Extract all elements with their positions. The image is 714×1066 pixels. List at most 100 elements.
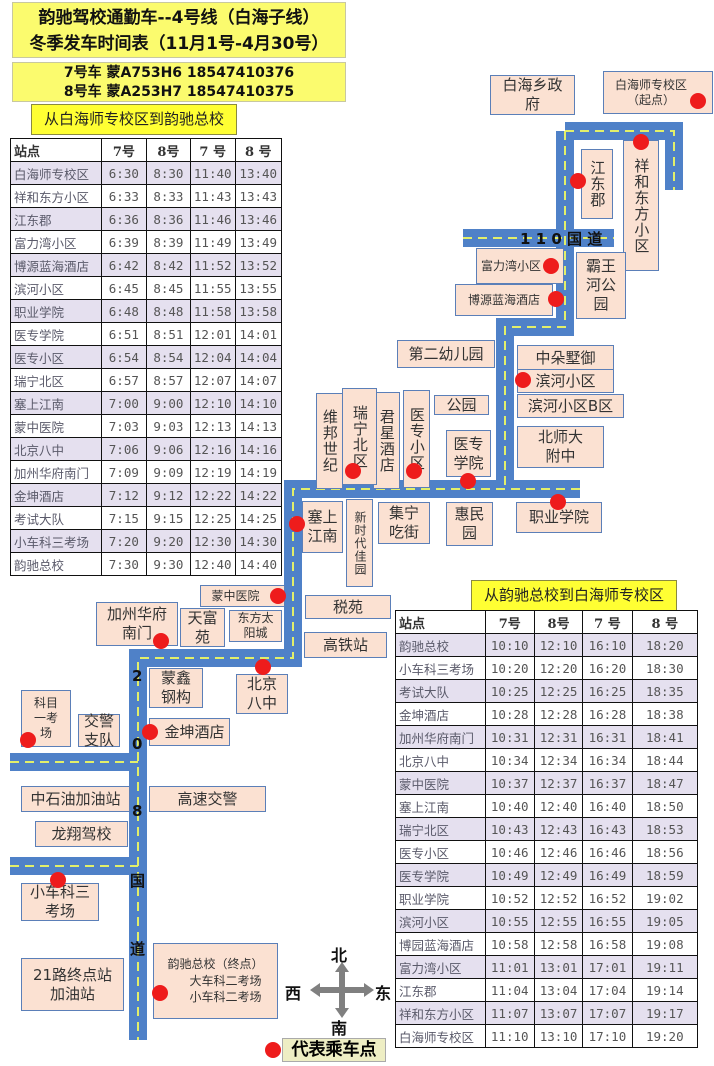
map-mengxin: 蒙鑫钢构 bbox=[149, 668, 203, 708]
stop-dot bbox=[142, 724, 158, 740]
stop-dot bbox=[570, 173, 586, 189]
legend-label: 代表乘车点 bbox=[282, 1038, 386, 1062]
time-cell: 10:52 bbox=[484, 886, 535, 910]
time-cell: 10:49 bbox=[484, 863, 535, 887]
column-header-station: 站点 bbox=[395, 610, 486, 634]
time-cell: 18:59 bbox=[631, 863, 699, 887]
time-cell: 16:25 bbox=[582, 679, 633, 703]
map-junxing: 君星酒店 bbox=[373, 392, 400, 489]
time-cell: 9:12 bbox=[145, 483, 191, 507]
station-cell: 职业学院 bbox=[395, 886, 486, 910]
station-cell: 瑞宁北区 bbox=[395, 817, 486, 841]
station-cell: 加州华府南门 bbox=[395, 725, 486, 749]
legend-stop-dot bbox=[265, 1042, 281, 1058]
time-cell: 12:52 bbox=[533, 886, 584, 910]
station-cell: 小车科三考场 bbox=[395, 656, 486, 680]
time-cell: 9:30 bbox=[145, 552, 191, 576]
station-cell: 白海师专校区 bbox=[395, 1024, 486, 1048]
time-cell: 12:34 bbox=[533, 748, 584, 772]
time-cell: 16:58 bbox=[582, 932, 633, 956]
stop-dot bbox=[633, 134, 649, 150]
time-cell: 12:58 bbox=[533, 932, 584, 956]
compass-north: 北 bbox=[331, 946, 348, 965]
map-jiaojing: 交警支队 bbox=[78, 712, 120, 749]
time-cell: 12:49 bbox=[533, 863, 584, 887]
time-cell: 18:20 bbox=[631, 633, 699, 657]
map-xinshidai: 新时代佳园 bbox=[346, 499, 373, 587]
time-cell: 18:41 bbox=[631, 725, 699, 749]
station-cell: 富力湾小区 bbox=[395, 955, 486, 979]
schedule-title: 韵驰驾校通勤车--4号线（白海子线） 冬季发车时间表（11月1号-4月30号） bbox=[12, 2, 346, 58]
time-cell: 16:34 bbox=[582, 748, 633, 772]
map-dongfang-sun: 东方太阳城 bbox=[229, 610, 282, 642]
time-cell: 12:04 bbox=[189, 345, 236, 369]
time-cell: 9:15 bbox=[145, 506, 191, 530]
time-cell: 10:46 bbox=[484, 840, 535, 864]
end-station-title: 韵驰总校（终点） bbox=[167, 956, 264, 971]
time-cell: 12:10 bbox=[533, 633, 584, 657]
time-cell: 19:05 bbox=[631, 909, 699, 933]
station-cell: 祥和东方小区 bbox=[395, 1001, 486, 1025]
road-208-char: 道 bbox=[130, 940, 146, 958]
time-cell: 9:09 bbox=[145, 460, 191, 484]
end-station-line-3: 小车科二考场 bbox=[189, 990, 262, 1005]
map-jining: 集宁吃街 bbox=[378, 502, 430, 544]
time-cell: 13:43 bbox=[234, 184, 282, 208]
stop-dot bbox=[548, 291, 564, 307]
time-cell: 9:00 bbox=[145, 391, 191, 415]
map-route21: 21路终点站 加油站 bbox=[21, 958, 124, 1011]
time-cell: 6:36 bbox=[100, 207, 147, 231]
stop-dot bbox=[345, 463, 361, 479]
time-cell: 6:39 bbox=[100, 230, 147, 254]
time-cell: 16:20 bbox=[582, 656, 633, 680]
stop-dot bbox=[543, 258, 559, 274]
column-header-bus: 8号 bbox=[145, 138, 191, 162]
stop-dot bbox=[289, 516, 305, 532]
time-cell: 10:55 bbox=[484, 909, 535, 933]
time-cell: 7:12 bbox=[100, 483, 147, 507]
end-station-line-2: 大车科二考场 bbox=[189, 973, 262, 988]
road-208-char: 0 bbox=[132, 735, 143, 753]
time-cell: 17:10 bbox=[582, 1024, 633, 1048]
station-cell: 韵驰总校 bbox=[395, 633, 486, 657]
time-cell: 18:30 bbox=[631, 656, 699, 680]
time-cell: 14:19 bbox=[234, 460, 282, 484]
station-cell: 小车科三考场 bbox=[10, 529, 102, 553]
stop-dot bbox=[50, 872, 66, 888]
time-cell: 19:14 bbox=[631, 978, 699, 1002]
time-cell: 13:01 bbox=[533, 955, 584, 979]
time-cell: 12:25 bbox=[533, 679, 584, 703]
map-huimin: 惠民园 bbox=[446, 502, 493, 546]
time-cell: 12:19 bbox=[189, 460, 236, 484]
time-cell: 13:10 bbox=[533, 1024, 584, 1048]
map-zhongduo: 中朵墅御 bbox=[517, 345, 614, 371]
map-bawanghe: 霸王河公园 bbox=[576, 252, 626, 319]
stop-dot bbox=[153, 633, 169, 649]
column-header-bus: 7号 bbox=[100, 138, 147, 162]
time-cell: 8:36 bbox=[145, 207, 191, 231]
road-208-char: 8 bbox=[132, 802, 143, 820]
time-cell: 6:45 bbox=[100, 276, 147, 300]
map-park: 公园 bbox=[434, 395, 489, 415]
time-cell: 17:04 bbox=[582, 978, 633, 1002]
station-cell: 韵驰总校 bbox=[10, 552, 102, 576]
bus-8-info: 8号车 蒙A253H7 18547410375 bbox=[63, 84, 295, 100]
time-cell: 16:31 bbox=[582, 725, 633, 749]
time-cell: 9:20 bbox=[145, 529, 191, 553]
title-line-2: 冬季发车时间表（11月1号-4月30号） bbox=[29, 34, 329, 54]
station-cell: 医专小区 bbox=[10, 345, 102, 369]
